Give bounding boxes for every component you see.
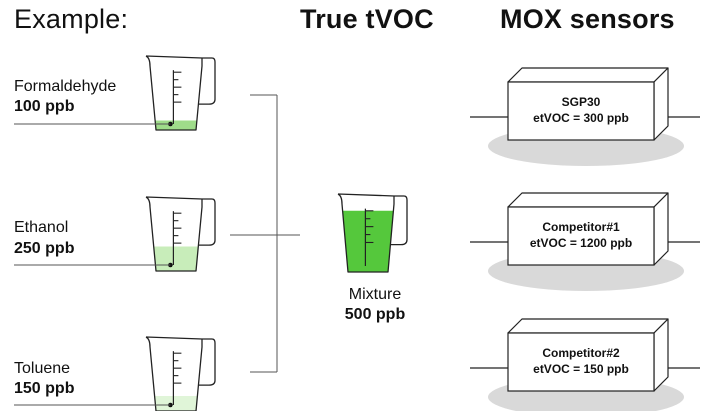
beaker-toluene-outline — [145, 336, 216, 411]
sensor-reading-sgp30: etVOC = 300 ppb — [533, 111, 629, 125]
sensor-sgp30-front-face — [507, 81, 655, 141]
sensor-name-competitor2: Competitor#2 — [542, 346, 620, 360]
sensor-competitor1-top-face — [507, 192, 669, 208]
beaker-toluene-liquid — [154, 396, 198, 411]
sensor-competitor2-front-face — [507, 332, 655, 392]
heading-true-tvoc: True tVOC — [300, 4, 434, 34]
sensor-label-competitor2: Competitor#2 etVOC = 150 ppb — [508, 345, 654, 377]
sensor-label-competitor1: Competitor#1 etVOC = 1200 ppb — [508, 219, 654, 251]
input-conc-toluene: 150 ppb — [14, 380, 75, 397]
beaker-mixture-outline — [337, 193, 408, 273]
input-label-ethanol: Ethanol — [14, 219, 69, 236]
beaker-mixture-liquid — [342, 210, 394, 272]
sensor-competitor2-top-face — [507, 318, 669, 334]
sensor-label-sgp30: SGP30 etVOC = 300 ppb — [508, 94, 654, 126]
beaker-ethanol-liquid — [153, 246, 199, 271]
input-conc-ethanol: 250 ppb — [14, 240, 75, 257]
sensor-name-competitor1: Competitor#1 — [542, 220, 620, 234]
input-conc-formaldehyde: 100 ppb — [14, 98, 75, 115]
heading-example: Example: — [14, 4, 129, 34]
sensor-sgp30-top-face — [507, 67, 669, 83]
mixture-conc: 500 ppb — [344, 306, 406, 323]
sensor-reading-competitor2: etVOC = 150 ppb — [533, 362, 629, 376]
input-label-toluene: Toluene — [14, 360, 71, 377]
sensor-reading-competitor1: etVOC = 1200 ppb — [529, 236, 633, 250]
beaker-formaldehyde-liquid — [155, 120, 197, 130]
input-label-formaldehyde: Formaldehyde — [14, 78, 117, 95]
sensor-name-sgp30: SGP30 — [561, 95, 601, 109]
beaker-ethanol-outline — [145, 196, 216, 272]
heading-mox-sensors: MOX sensors — [500, 4, 675, 34]
beaker-formaldehyde-outline — [145, 55, 216, 131]
sensor-competitor1-front-face — [507, 206, 655, 266]
mixture-label: Mixture — [348, 286, 402, 303]
